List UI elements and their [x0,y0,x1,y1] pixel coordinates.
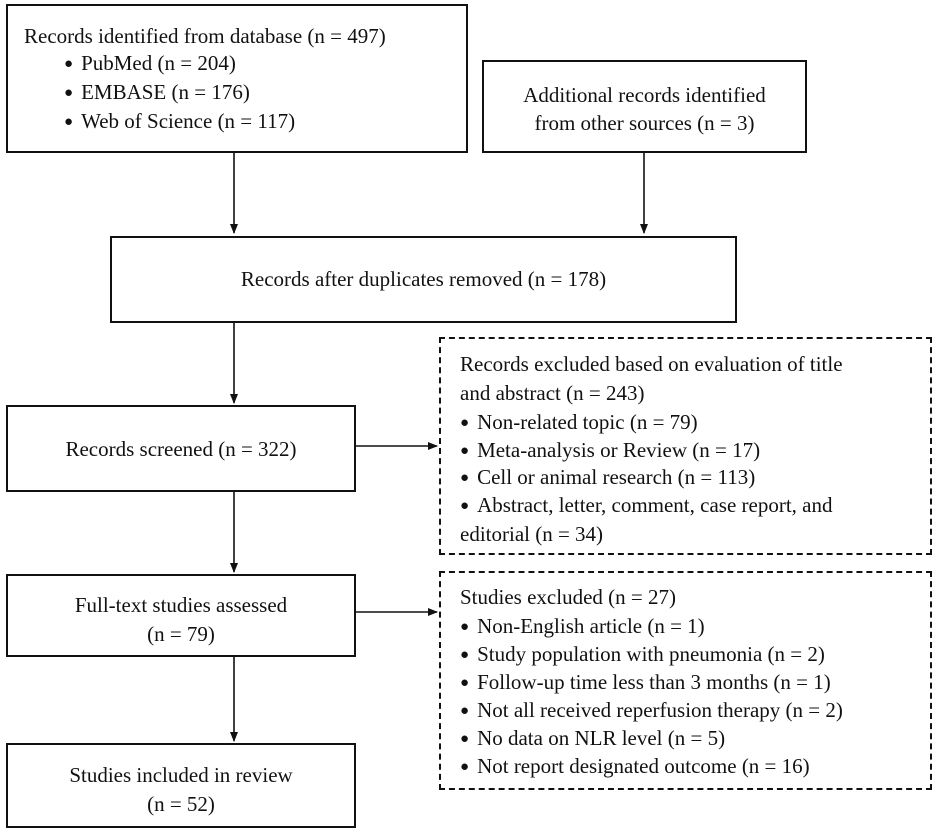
duplicates-removed-box [110,236,737,323]
full-text-box [6,574,356,657]
database-records-title: Records identified from database (n = 49… [24,24,386,48]
excluded-title-abstract-line2: and abstract (n = 243) [460,381,645,405]
included-line2: (n = 52) [147,792,215,816]
studies-excluded-item-pneumonia: Study population with pneumonia (n = 2) [460,640,825,671]
other-sources-line1: Additional records identified [523,83,766,107]
excluded-item-meta-analysis: Meta-analysis or Review (n = 17) [460,436,760,467]
excluded-item-abstract-letter: Abstract, letter, comment, case report, … [460,491,832,522]
included-line1: Studies included in review [69,763,293,787]
duplicates-removed-text: Records after duplicates removed (n = 17… [240,267,607,291]
database-item-pubmed: PubMed (n = 204) [64,49,236,80]
studies-excluded-item-follow-up: Follow-up time less than 3 months (n = 1… [460,668,831,699]
studies-excluded-item-outcome: Not report designated outcome (n = 16) [460,752,810,783]
studies-excluded-item-reperfusion: Not all received reperfusion therapy (n … [460,696,843,727]
full-text-line2: (n = 79) [147,622,215,646]
screened-text: Records screened (n = 322) [65,437,297,461]
included-box [6,743,356,828]
excluded-item-non-related: Non-related topic (n = 79) [460,408,698,439]
full-text-line1: Full-text studies assessed [74,593,288,617]
studies-excluded-title: Studies excluded (n = 27) [460,585,676,609]
database-item-web-of-science: Web of Science (n = 117) [64,107,295,138]
database-item-embase: EMBASE (n = 176) [64,78,250,109]
studies-excluded-item-non-english: Non-English article (n = 1) [460,612,705,643]
other-sources-line2: from other sources (n = 3) [534,111,755,135]
screened-box [6,405,356,492]
excluded-title-abstract-line1: Records excluded based on evaluation of … [460,352,843,376]
excluded-item-abstract-letter-continuation: editorial (n = 34) [460,522,604,546]
excluded-item-cell-animal: Cell or animal research (n = 113) [460,463,755,494]
studies-excluded-item-nlr: No data on NLR level (n = 5) [460,724,725,755]
other-sources-box [482,60,807,153]
